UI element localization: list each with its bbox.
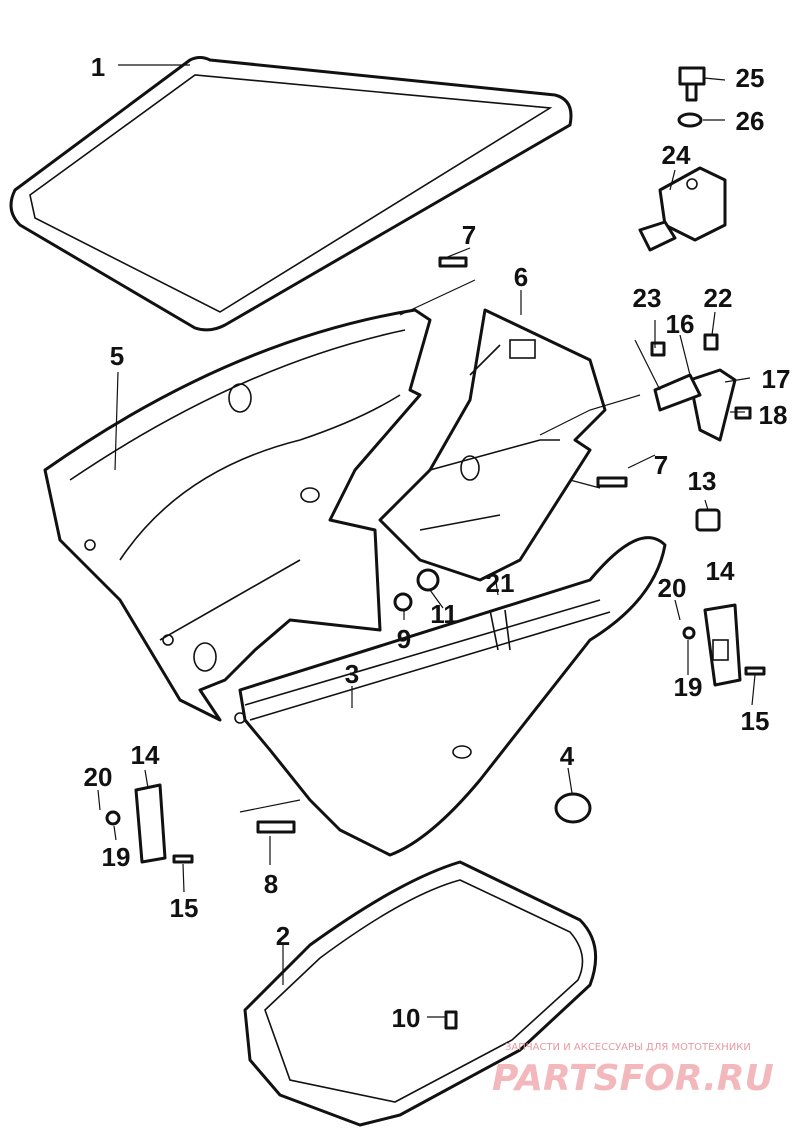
callout-21: 21 <box>486 568 515 598</box>
callout-17: 17 <box>762 364 791 394</box>
seal-upper-part <box>9 56 573 332</box>
callout-16: 16 <box>666 309 695 339</box>
callout-22: 22 <box>704 283 733 313</box>
callout-11: 11 <box>430 599 458 629</box>
callout-10: 10 <box>392 1003 421 1033</box>
screw-15-right-part <box>744 666 766 676</box>
hinge-bracket-part <box>650 333 752 442</box>
callout-20-right: 20 <box>658 573 687 603</box>
seal-lower-part <box>243 860 598 1127</box>
callout-20-left: 20 <box>84 762 113 792</box>
bolt-8-part <box>256 820 296 834</box>
switch-assembly-part <box>638 166 727 252</box>
latch-left-part <box>134 783 167 864</box>
callout-8: 8 <box>264 869 278 899</box>
callout-19-left: 19 <box>102 842 131 872</box>
callout-9: 9 <box>397 624 411 654</box>
plug-9-part <box>393 592 413 612</box>
callout-4: 4 <box>560 741 575 771</box>
callout-25: 25 <box>736 63 765 93</box>
callout-15-right: 15 <box>741 706 770 736</box>
washer-19-left-part <box>105 810 121 826</box>
callout-24: 24 <box>662 140 691 170</box>
bolt-7-lower-part <box>596 476 628 488</box>
watermark-tagline: ЗАПЧАСТИ И АКСЕССУАРЫ ДЛЯ МОТОТЕХНИКИ <box>505 1042 751 1053</box>
callout-5: 5 <box>110 341 124 371</box>
callout-7-upper: 7 <box>462 220 476 250</box>
watermark-brand: PARTSFOR.RU <box>492 1058 774 1099</box>
bolt-7-upper-part <box>438 256 468 268</box>
callout-labels: 1 2 3 4 5 6 7 7 8 9 10 11 13 14 14 14 15… <box>84 52 791 1033</box>
washer-26-part <box>677 112 703 128</box>
callout-3: 3 <box>345 659 359 689</box>
callout-14-left: 14 <box>131 740 160 770</box>
latch-right-part <box>703 603 742 687</box>
bottom-cowl-part <box>234 536 667 857</box>
callout-15-left: 15 <box>170 893 199 923</box>
screw-10-part <box>444 1010 458 1030</box>
screw-15-left-part <box>172 854 194 864</box>
callout-7-lower: 7 <box>654 450 668 480</box>
bottom-cowl-inner-part <box>43 308 432 722</box>
callout-6: 6 <box>514 262 528 292</box>
callout-14-right: 14 <box>706 556 735 586</box>
callout-26: 26 <box>736 106 765 136</box>
clip-13-part <box>695 508 721 532</box>
callout-13: 13 <box>688 466 717 496</box>
leader-lines <box>97 64 756 1018</box>
grommet-part <box>554 792 592 824</box>
callout-1: 1 <box>91 52 105 82</box>
washer-19-right-part <box>682 626 696 640</box>
callout-19-right: 19 <box>674 672 703 702</box>
bolt-25-part <box>678 66 706 102</box>
watermark: ЗАПЧАСТИ И АКСЕССУАРЫ ДЛЯ МОТОТЕХНИКИ PA… <box>492 1042 774 1099</box>
callout-18: 18 <box>759 400 788 430</box>
callout-2: 2 <box>276 921 290 951</box>
support-bracket-part <box>378 308 607 582</box>
callout-23: 23 <box>633 283 662 313</box>
bushing-11-part <box>416 568 440 592</box>
